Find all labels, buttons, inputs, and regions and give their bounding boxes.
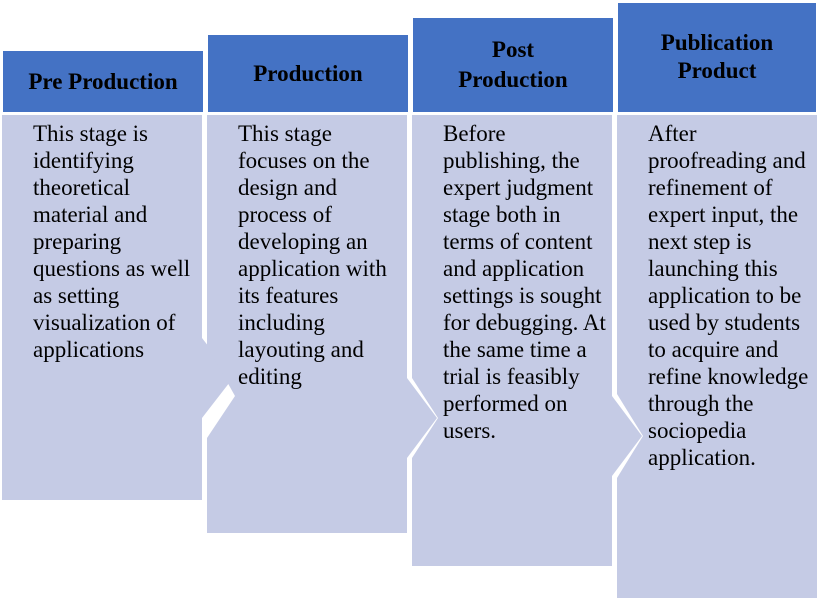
- stage-header-3: Post Production: [412, 17, 614, 113]
- stage-title-1: Pre Production: [28, 68, 178, 94]
- stage-description-2: This stage focuses on the design and pro…: [238, 121, 387, 389]
- stage-body-4: [617, 115, 817, 598]
- stage-description-3: Before publishing, the expert judgment s…: [443, 121, 606, 443]
- stage-header-2: Production: [207, 34, 409, 113]
- stage-title-2: Production: [253, 60, 363, 86]
- stage-header-4: Publication Product: [617, 2, 817, 113]
- stage-body-3: [412, 115, 642, 566]
- stage-title-4: Publication Product: [660, 30, 774, 83]
- stage-body-2: [207, 115, 437, 533]
- stage-description-1: This stage is identifying theoretical ma…: [33, 121, 191, 362]
- stage-title-3: Post Production: [458, 37, 568, 92]
- stage-description-4: After proofreading and refinement of exp…: [648, 121, 809, 470]
- stage-body-1: [2, 115, 233, 500]
- stage-header-1: Pre Production: [2, 50, 204, 113]
